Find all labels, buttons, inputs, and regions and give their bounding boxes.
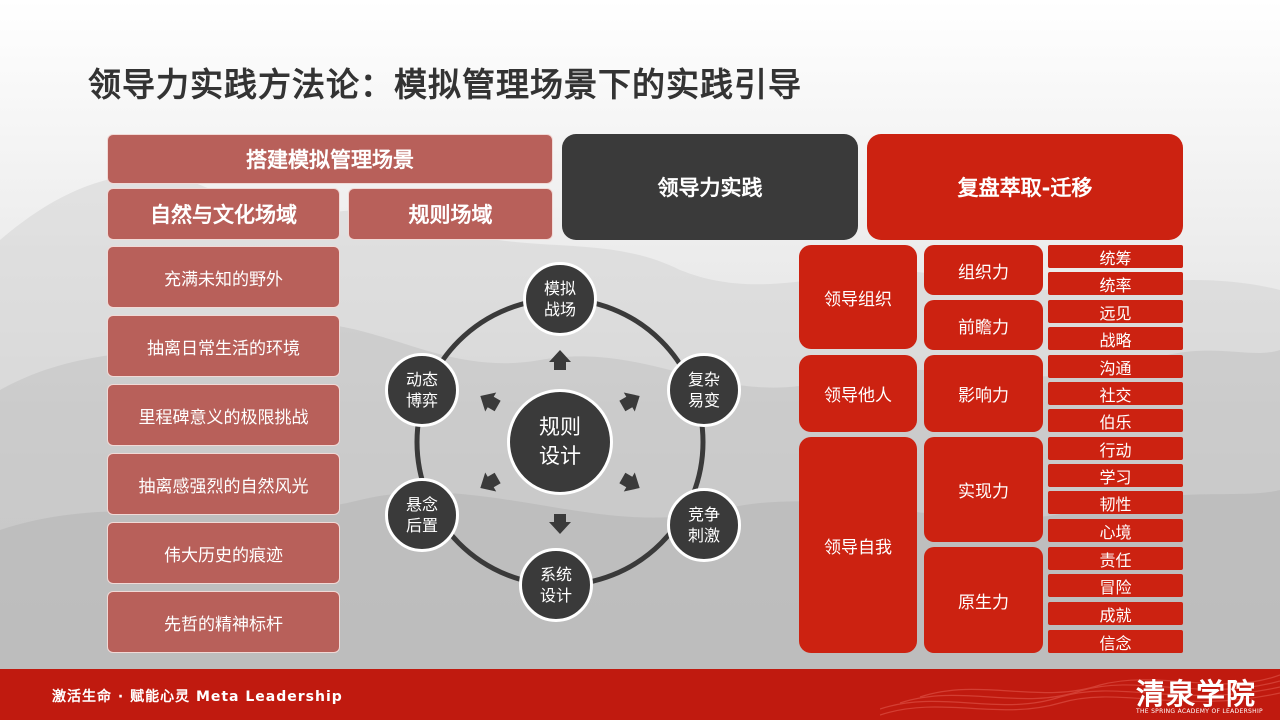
skill-risk-taking: 冒险 xyxy=(1048,574,1183,597)
node-complex-volatile: 复杂易变 xyxy=(667,353,741,427)
skill-belief: 信念 xyxy=(1048,630,1183,653)
wave-pattern-icon xyxy=(880,674,1280,716)
rule-design-cycle: 规则设计 模拟战场 复杂易变 竞争刺激 系统设计 悬念后置 动态博弈 xyxy=(380,262,741,622)
skill-resilience: 韧性 xyxy=(1048,491,1183,514)
scene-item: 先哲的精神标杆 xyxy=(107,591,340,653)
node-system-design: 系统设计 xyxy=(519,548,593,622)
rules-field: 规则场域 xyxy=(348,188,553,240)
skill-responsibility: 责任 xyxy=(1048,547,1183,570)
node-simulated-battlefield: 模拟战场 xyxy=(523,262,597,336)
ability-execution: 实现力 xyxy=(924,437,1043,542)
ability-innate: 原生力 xyxy=(924,547,1043,653)
footer-bar: 激活生命 · 赋能心灵 Meta Leadership 清泉学院 THE SPR… xyxy=(0,669,1280,720)
academy-logo-text: 清泉学院 xyxy=(1136,677,1257,711)
footer-slogan: 激活生命 · 赋能心灵 Meta Leadership xyxy=(52,689,343,705)
skill-communication: 沟通 xyxy=(1048,355,1183,378)
scene-item: 抽离感强烈的自然风光 xyxy=(107,453,340,515)
natural-culture-field: 自然与文化场域 xyxy=(107,188,340,240)
arrow-icon xyxy=(619,392,640,412)
node-suspense-delayed: 悬念后置 xyxy=(385,478,459,552)
skill-action: 行动 xyxy=(1048,437,1183,460)
skill-vision: 远见 xyxy=(1048,300,1183,323)
scene-item: 充满未知的野外 xyxy=(107,246,340,308)
arrow-icon xyxy=(549,350,571,370)
skill-mindset: 心境 xyxy=(1048,519,1183,542)
node-competitive-stimulus: 竞争刺激 xyxy=(667,488,741,562)
skill-command: 统率 xyxy=(1048,272,1183,295)
ability-foresight: 前瞻力 xyxy=(924,300,1043,350)
skill-social: 社交 xyxy=(1048,382,1183,405)
scene-item: 抽离日常生活的环境 xyxy=(107,315,340,377)
skill-achievement: 成就 xyxy=(1048,602,1183,625)
scene-header: 搭建模拟管理场景 xyxy=(107,134,553,184)
group-lead-others: 领导他人 xyxy=(799,355,917,432)
arrow-icon xyxy=(619,472,640,492)
review-transfer-header: 复盘萃取-迁移 xyxy=(867,134,1183,240)
ability-influence: 影响力 xyxy=(924,355,1043,432)
skill-learning: 学习 xyxy=(1048,464,1183,487)
center-rule-design: 规则设计 xyxy=(507,389,613,495)
skill-coordination: 统筹 xyxy=(1048,245,1183,268)
group-lead-self: 领导自我 xyxy=(799,437,917,653)
leadership-practice-header: 领导力实践 xyxy=(562,134,858,240)
group-lead-organization: 领导组织 xyxy=(799,245,917,349)
arrow-icon xyxy=(480,392,501,412)
academy-logo-subtitle: THE SPRING ACADEMY OF LEADERSHIP xyxy=(1136,708,1263,715)
scene-item: 伟大历史的痕迹 xyxy=(107,522,340,584)
ability-organizing: 组织力 xyxy=(924,245,1043,295)
scene-item: 里程碑意义的极限挑战 xyxy=(107,384,340,446)
skill-strategy: 战略 xyxy=(1048,327,1183,350)
arrow-icon xyxy=(549,514,571,534)
arrow-icon xyxy=(480,472,501,492)
node-dynamic-game: 动态博弈 xyxy=(385,353,459,427)
page-title: 领导力实践方法论：模拟管理场景下的实践引导 xyxy=(88,65,802,104)
skill-talent-scout: 伯乐 xyxy=(1048,409,1183,432)
